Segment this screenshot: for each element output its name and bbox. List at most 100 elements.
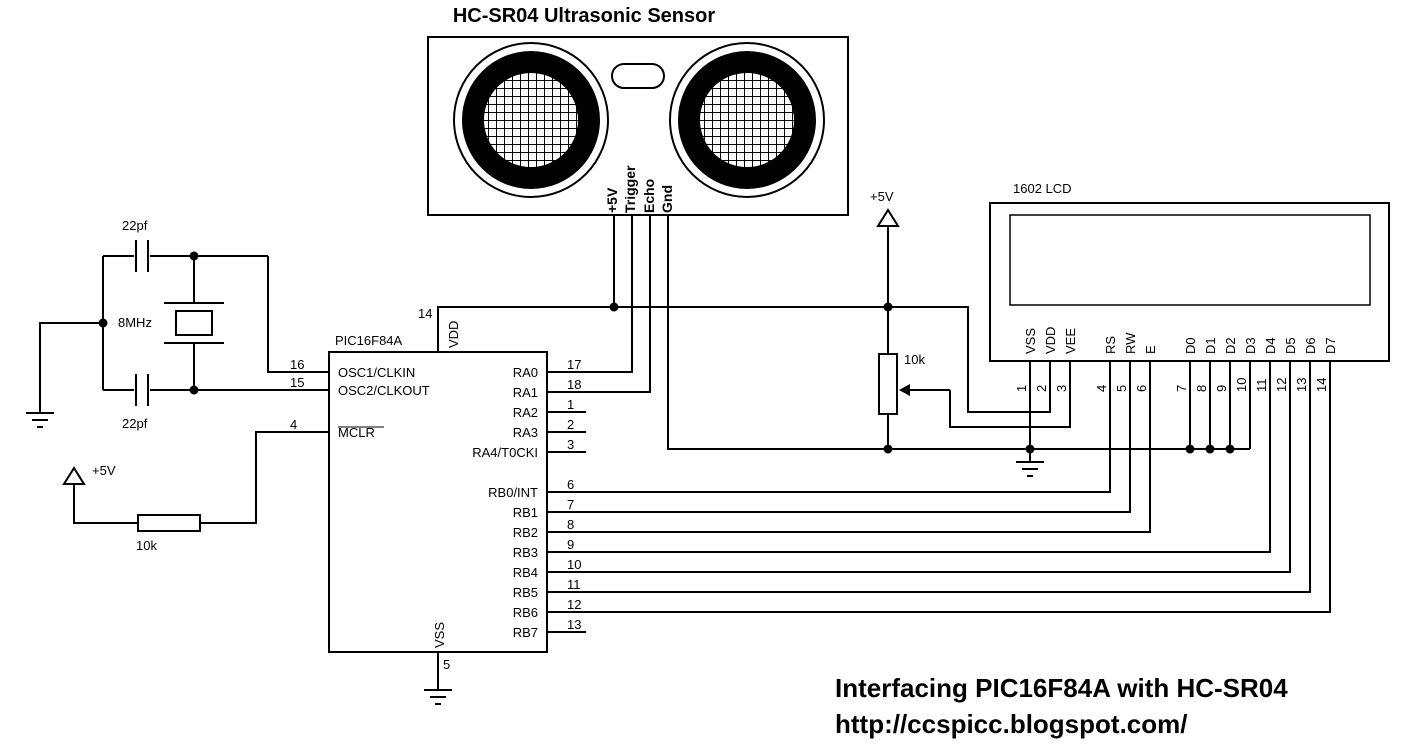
- lcd-pin-number-13: 13: [1294, 378, 1309, 392]
- lcd-screen: [1009, 214, 1371, 306]
- supply-arrow-mclr: +5V: [62, 463, 116, 485]
- sensor-pin-echo: Echo: [641, 179, 657, 213]
- sensor-body: [427, 36, 849, 216]
- lcd-pin-number-14: 14: [1314, 378, 1329, 392]
- mcu-vss-num: 5: [443, 657, 450, 672]
- mcu-left-pin-label-0: OSC1/CLKIN: [338, 365, 415, 380]
- lcd-pin-label-d5: D5: [1283, 337, 1298, 354]
- lcd-module: 1602 LCD VSS1VDD2VEE3RS4RW5E6D07D18D29D3…: [989, 181, 1390, 392]
- mcu-name: PIC16F84A: [335, 333, 403, 348]
- lcd-pin-number-1: 1: [1014, 385, 1029, 392]
- lcd-pin-labels: VSS1VDD2VEE3RS4RW5E6D07D18D29D310D411D51…: [1014, 327, 1338, 392]
- lcd-pin-label-rw: RW: [1123, 332, 1138, 354]
- mcu-vdd-num: 14: [418, 306, 432, 321]
- lcd-title: 1602 LCD: [1013, 181, 1072, 196]
- mcu-right-pin-number-2: 2: [567, 417, 574, 432]
- mcu-right-pin-label-ra3: RA3: [513, 425, 538, 440]
- lcd-pin-label-vdd: VDD: [1043, 327, 1058, 354]
- mcu-right-pin-label-ra1: RA1: [513, 385, 538, 400]
- mcu-right-pin-number-9: 9: [567, 537, 574, 552]
- caption-url: http://ccspicc.blogspot.com/: [835, 709, 1187, 739]
- lcd-pin-label-d1: D1: [1203, 337, 1218, 354]
- mcu-left-pin-label-2: MCLR: [338, 425, 375, 440]
- mcu-left-pin-number-2: 4: [290, 417, 297, 432]
- lcd-pin-label-e: E: [1143, 345, 1158, 354]
- mcu-vss-label: VSS: [432, 622, 447, 648]
- mcu-right-pin-label-rb1: RB1: [513, 505, 538, 520]
- hc-sr04-sensor: HC-SR04 Ultrasonic Sensor +5V Trigger Ec…: [427, 5, 849, 216]
- ground-mcu: [424, 689, 452, 705]
- mcu-right-pin-label-rb0int: RB0/INT: [488, 485, 538, 500]
- potentiometer: 10k: [878, 352, 950, 415]
- mclr-resistor: 10k: [136, 514, 201, 553]
- right-transducer: [669, 42, 825, 198]
- lcd-pin-number-10: 10: [1234, 378, 1249, 392]
- sensor-title: HC-SR04 Ultrasonic Sensor: [453, 5, 716, 27]
- supply-mclr-label: +5V: [92, 463, 116, 478]
- mcu-right-pin-number-13: 13: [567, 617, 581, 632]
- ground-osc: [26, 412, 54, 428]
- lcd-pin-label-d6: D6: [1303, 337, 1318, 354]
- mcu-right-pin-label-ra2: RA2: [513, 405, 538, 420]
- lcd-pin-number-4: 4: [1094, 385, 1109, 392]
- mcu-right-pin-number-6: 6: [567, 477, 574, 492]
- lcd-pin-label-d0: D0: [1183, 337, 1198, 354]
- mcu-left-pin-number-0: 16: [290, 357, 304, 372]
- capacitor-bottom: 22pf: [122, 374, 149, 431]
- mcu-right-pin-label-rb5: RB5: [513, 585, 538, 600]
- lcd-pin-number-8: 8: [1194, 385, 1209, 392]
- mcu-right-pin-number-17: 17: [567, 357, 581, 372]
- lcd-pin-number-6: 6: [1134, 385, 1149, 392]
- ground-lcd: [1016, 461, 1044, 477]
- lcd-pin-number-3: 3: [1054, 385, 1069, 392]
- lcd-pin-label-vee: VEE: [1063, 328, 1078, 354]
- cap-bottom-label: 22pf: [122, 416, 148, 431]
- mcu-right-pin-number-11: 11: [567, 577, 581, 592]
- mcu-left-pin-label-1: OSC2/CLKOUT: [338, 383, 430, 398]
- supply-arrow-pot: +5V: [870, 189, 900, 227]
- mcu-right-pin-number-7: 7: [567, 497, 574, 512]
- mcu-right-pin-label-ra4t0cki: RA4/T0CKI: [472, 445, 538, 460]
- pic16f84a-chip: PIC16F84A VDD 14 VSS 5 OSC1/CLKIN 16OSC2/…: [290, 306, 581, 672]
- left-transducer: [453, 42, 609, 198]
- mcu-right-pin-number-12: 12: [567, 597, 581, 612]
- mcu-vdd-label: VDD: [446, 321, 461, 348]
- lcd-pin-number-9: 9: [1214, 385, 1229, 392]
- mcu-right-pin-number-10: 10: [567, 557, 581, 572]
- lcd-pin-number-12: 12: [1274, 378, 1289, 392]
- junction-dots: [98, 251, 1235, 454]
- lcd-pin-label-rs: RS: [1103, 336, 1118, 354]
- crystal-label: 8MHz: [118, 315, 152, 330]
- sensor-pin-gnd: Gnd: [659, 185, 675, 213]
- lcd-pin-label-d4: D4: [1263, 337, 1278, 354]
- lcd-pin-number-11: 11: [1254, 379, 1269, 393]
- mcu-right-pins: RA017RA118RA21RA32RA4/T0CKI3RB0/INT6RB17…: [472, 357, 581, 640]
- mcu-left-pin-number-1: 15: [290, 375, 304, 390]
- lcd-pin-number-5: 5: [1114, 385, 1129, 392]
- mcu-right-pin-label-rb4: RB4: [513, 565, 538, 580]
- sensor-pin-trigger: Trigger: [622, 165, 638, 213]
- cap-top-label: 22pf: [122, 218, 148, 233]
- pot-label: 10k: [904, 352, 925, 367]
- crystal-8mhz: 8MHz: [118, 302, 224, 344]
- mcu-right-pin-label-rb6: RB6: [513, 605, 538, 620]
- mcu-right-pin-number-8: 8: [567, 517, 574, 532]
- mcu-right-pin-label-rb3: RB3: [513, 545, 538, 560]
- lcd-pin-number-7: 7: [1174, 385, 1189, 392]
- resistor-label: 10k: [136, 538, 157, 553]
- caption-title: Interfacing PIC16F84A with HC-SR04: [835, 673, 1288, 703]
- wires: [39, 215, 1331, 690]
- lcd-pin-label-d7: D7: [1323, 337, 1338, 354]
- lcd-pin-number-2: 2: [1034, 385, 1049, 392]
- supply-pot-label: +5V: [870, 189, 894, 204]
- mcu-right-pin-label-ra0: RA0: [513, 365, 538, 380]
- crystal-oval: [611, 63, 665, 89]
- mcu-right-pin-label-rb7: RB7: [513, 625, 538, 640]
- sensor-pin-5v: +5V: [604, 187, 620, 213]
- mcu-right-pin-number-18: 18: [567, 377, 581, 392]
- lcd-pin-label-d2: D2: [1223, 337, 1238, 354]
- mcu-right-pin-label-rb2: RB2: [513, 525, 538, 540]
- lcd-pin-label-d3: D3: [1243, 337, 1258, 354]
